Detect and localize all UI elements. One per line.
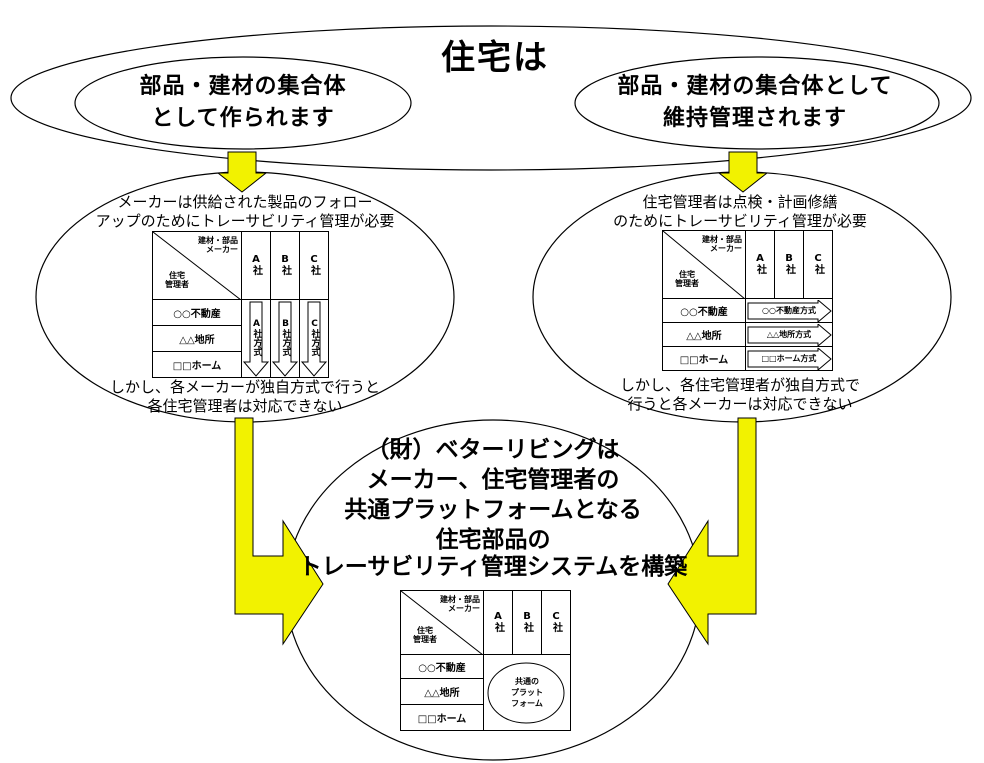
left-top-text-2: アップのためにトレーサビリティ管理が必要 <box>95 212 395 230</box>
corner-top-2: メーカー <box>206 245 238 254</box>
corner-top-1: 建材・部品 <box>198 236 238 245</box>
corner-bot-2: 管理者 <box>675 279 699 288</box>
company-header-b: B社 <box>774 230 804 299</box>
corner-top-2: メーカー <box>448 604 480 613</box>
center-text-3: 共通プラットフォームとなる <box>344 497 642 523</box>
right-bottom-text-2: 行うと各メーカーは対応できない <box>627 395 853 413</box>
left-l-arrow <box>234 417 324 646</box>
platform-cell: 共通の プラット フォーム <box>483 654 571 731</box>
manager-row-1: ○○不動産 <box>152 299 242 326</box>
left-method-col-b: B社方式 <box>270 299 300 378</box>
right-method-row-1: ○○不動産方式 <box>745 298 833 323</box>
center-table-corner: 建材・部品メーカー 住宅管理者 <box>400 590 484 655</box>
platform-ellipse <box>487 662 565 724</box>
right-method-row-2: △△地所方式 <box>745 322 833 347</box>
left-method-col-a: A社方式 <box>241 299 271 378</box>
company-header-a: A社 <box>483 590 513 655</box>
company-header-c: C社 <box>803 230 833 299</box>
center-matrix-table: 建材・部品メーカー 住宅管理者 A社 B社 C社 ○○不動産 共通の プラット … <box>400 590 571 731</box>
center-text-4: 住宅部品の <box>435 527 551 553</box>
right-method-row-3: □□ホーム方式 <box>745 346 833 371</box>
corner-top-1: 建材・部品 <box>702 235 742 244</box>
manager-row-1: ○○不動産 <box>400 654 484 679</box>
center-text-2: メーカー、住宅管理者の <box>366 467 620 493</box>
center-text-5: トレーサビリティ管理システムを構築 <box>298 554 688 580</box>
corner-top-1: 建材・部品 <box>440 595 480 604</box>
right-arrow-2 <box>747 324 832 346</box>
manager-row-3: □□ホーム <box>400 704 484 731</box>
right-down-arrow <box>717 151 769 193</box>
corner-diagonal <box>663 231 745 299</box>
left-down-arrow <box>216 151 268 193</box>
left-table-corner: 建材・部品メーカー 住宅管理者 <box>152 231 242 300</box>
corner-top-2: メーカー <box>710 244 742 253</box>
center-text-1: （財）ベターリビングは <box>366 437 620 463</box>
left-method-col-c: C社方式 <box>299 299 329 378</box>
company-header-c: C社 <box>299 231 329 300</box>
manager-row-2: △△地所 <box>152 325 242 352</box>
right-matrix-table: 建材・部品メーカー 住宅管理者 A社 B社 C社 ○○不動産 ○○不動産方式 △… <box>662 230 833 371</box>
right-header-ellipse <box>574 56 940 150</box>
left-header-ellipse <box>74 56 412 150</box>
corner-bot-1: 住宅 <box>679 270 695 279</box>
left-matrix-table: 建材・部品メーカー 住宅管理者 A社 B社 C社 ○○不動産 A社方式 B社方式… <box>152 231 329 378</box>
right-table-corner: 建材・部品メーカー 住宅管理者 <box>662 230 746 299</box>
company-header-a: A社 <box>241 231 271 300</box>
right-top-text-1: 住宅管理者は点検・計画修繕 <box>642 193 838 211</box>
left-bottom-text-2: 各住宅管理者は対応できない <box>147 397 343 415</box>
corner-bot-2: 管理者 <box>165 280 189 289</box>
manager-row-1: ○○不動産 <box>662 298 746 323</box>
left-header-line-2: として作られます <box>151 106 335 131</box>
left-bottom-text-1: しかし、各メーカーが独自方式で行うと <box>109 378 380 396</box>
manager-row-2: △△地所 <box>400 678 484 705</box>
down-arrow-b <box>271 301 299 377</box>
company-header-b: B社 <box>512 590 542 655</box>
manager-row-2: △△地所 <box>662 322 746 347</box>
right-header-line-2: 維持管理されます <box>662 106 847 131</box>
company-header-a: A社 <box>745 230 775 299</box>
corner-bot-1: 住宅 <box>169 271 185 280</box>
left-header-line-1: 部品・建材の集合体 <box>139 74 347 99</box>
right-arrow-1 <box>747 300 832 322</box>
corner-bot-1: 住宅 <box>417 626 433 635</box>
manager-row-3: □□ホーム <box>152 351 242 378</box>
right-header-line-1: 部品・建材の集合体として <box>617 74 893 99</box>
manager-row-3: □□ホーム <box>662 346 746 371</box>
down-arrow-c <box>300 301 328 377</box>
down-arrow-a <box>242 301 270 377</box>
company-header-c: C社 <box>541 590 571 655</box>
left-top-text-1: メーカーは供給された製品のフォロー <box>117 193 373 211</box>
corner-diagonal <box>401 591 483 655</box>
platform-line-1: 共通の <box>515 677 539 686</box>
company-header-b: B社 <box>270 231 300 300</box>
platform-line-3: フォーム <box>511 699 543 708</box>
platform-line-2: プラット <box>511 688 543 697</box>
corner-diagonal <box>153 232 241 300</box>
right-l-arrow <box>667 417 757 646</box>
right-bottom-text-1: しかし、各住宅管理者が独自方式で <box>619 376 860 394</box>
right-arrow-3 <box>747 348 832 370</box>
right-top-text-2: のためにトレーサビリティ管理が必要 <box>613 212 867 230</box>
corner-bot-2: 管理者 <box>413 635 437 644</box>
page-title: 住宅は <box>441 38 549 78</box>
